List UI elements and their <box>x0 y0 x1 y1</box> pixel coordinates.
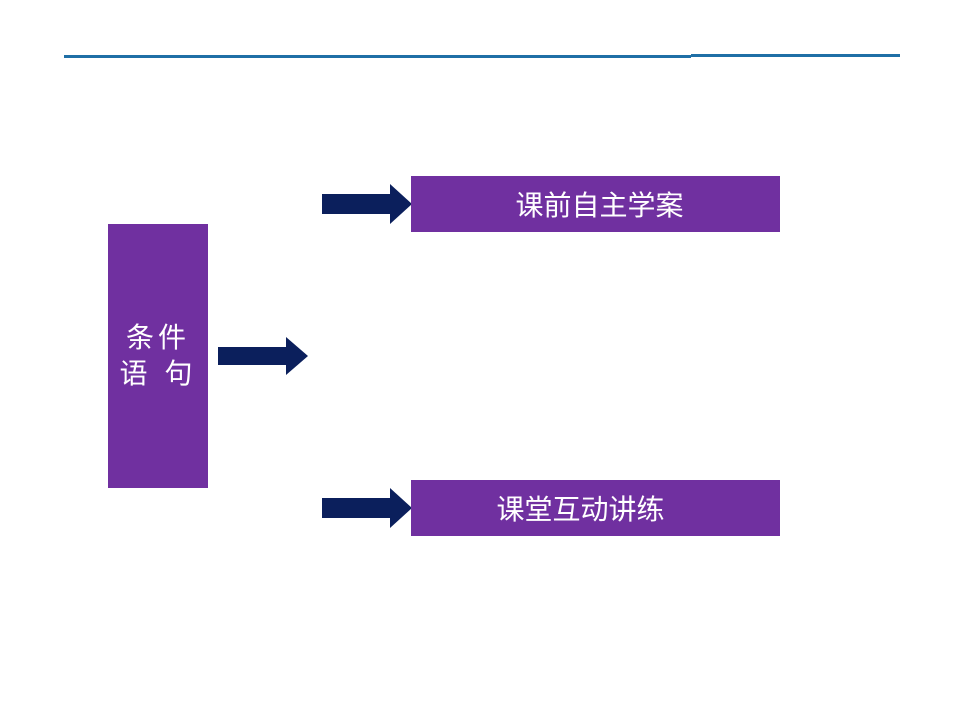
in-class-practice-label: 课堂互动讲练 <box>496 493 665 526</box>
arrow-main-icon <box>218 337 308 375</box>
arrow-bottom-icon <box>322 488 412 528</box>
in-class-practice-box[interactable]: 课堂互动讲练 <box>411 480 780 536</box>
main-topic-box[interactable]: 条件 语 句 <box>108 224 208 488</box>
main-topic-line2: 语 句 <box>119 357 197 390</box>
arrow-top-icon <box>322 184 412 224</box>
main-topic-line1: 条件 <box>125 321 190 354</box>
header-rule-right <box>691 54 900 57</box>
pre-class-study-label: 课前自主学案 <box>515 189 684 222</box>
header-rule-left <box>64 55 691 58</box>
pre-class-study-box[interactable]: 课前自主学案 <box>411 176 780 232</box>
